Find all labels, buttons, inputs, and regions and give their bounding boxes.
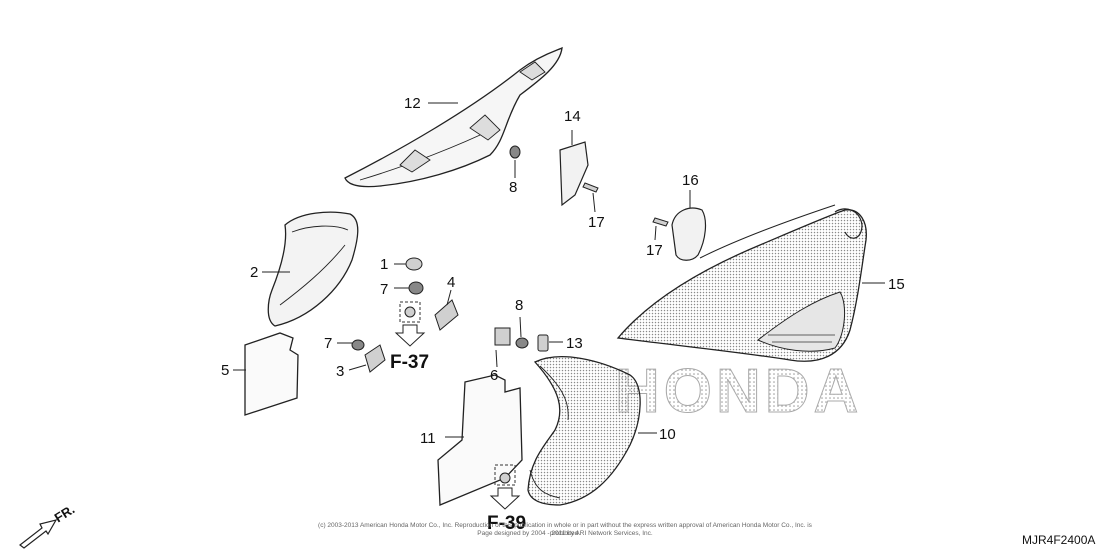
callout-17a: 17 [588,214,605,231]
callout-2: 2 [250,264,259,281]
callout-4: 4 [447,274,456,291]
callout-8b: 8 [515,297,524,314]
part-10-inner-cover [527,356,657,506]
callout-16: 16 [682,172,699,189]
reference-arrows [394,301,521,510]
part-12-upper-cover [344,46,563,188]
part-16-small-cover [671,190,707,261]
hardware [351,145,669,484]
front-direction-arrow [19,519,58,549]
callout-10: 10 [659,426,676,443]
diagram-code: MJR4F2400A [1022,533,1096,547]
part-2-panel [262,211,359,327]
part-5-pad [233,332,299,416]
part-14-small-cover [559,130,589,207]
ref-f39[interactable]: F-39 [487,513,527,534]
callout-1: 1 [380,256,389,273]
callout-7a: 7 [380,281,389,298]
callout-8a: 8 [509,179,518,196]
callout-11: 11 [420,430,436,447]
honda-watermark: HONDA [615,357,862,426]
callout-17b: 17 [646,242,663,259]
ref-f37[interactable]: F-37 [390,352,430,373]
callout-15: 15 [888,276,905,293]
callout-7b: 7 [324,335,333,352]
callout-12: 12 [404,95,421,112]
copyright-line-1: (c) 2003-2013 American Honda Motor Co., … [318,522,812,537]
callout-3: 3 [336,363,345,380]
callout-6: 6 [490,367,499,384]
callout-14: 14 [564,108,581,125]
part-15-side-cover [616,204,885,362]
callout-13: 13 [566,335,583,352]
part-11-pad [437,374,523,506]
leader-lines [337,160,657,371]
copyright-line-2: Page designed by 2004 - 2011 by ARI Netw… [477,530,653,537]
callout-5: 5 [221,362,230,379]
